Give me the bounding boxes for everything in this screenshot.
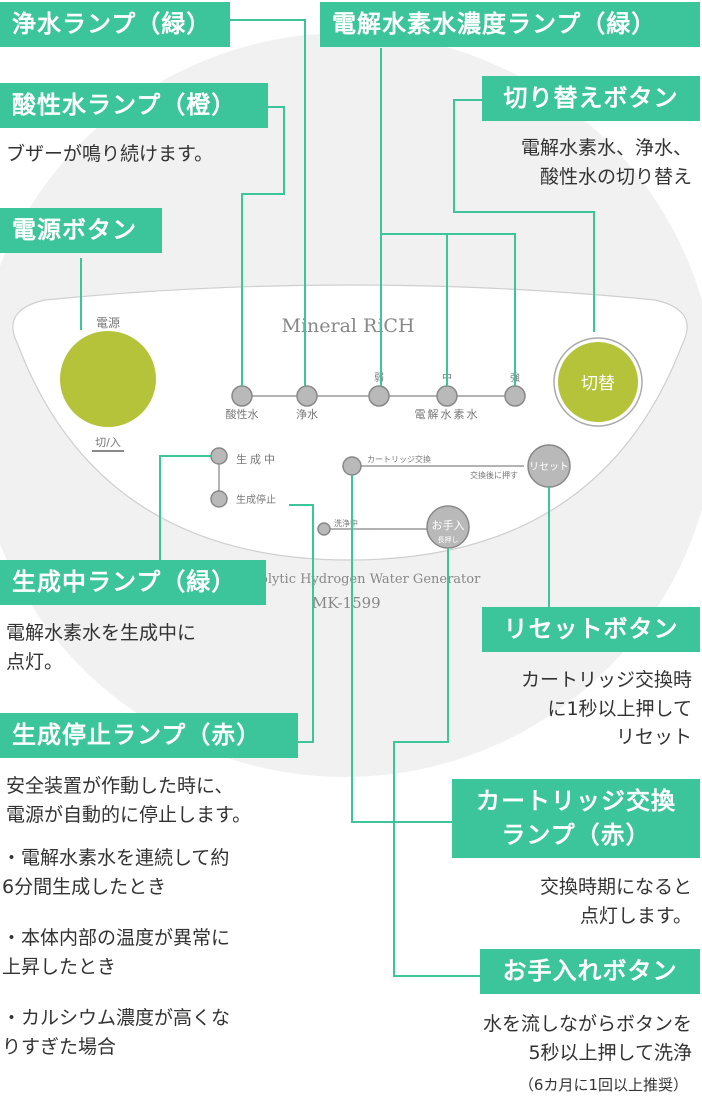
stop-lamp-bullet-1: ・電解水素水を連続して約 6分間生成したとき — [2, 847, 230, 898]
reset-button-label: リセット — [529, 461, 569, 473]
power-label: 電源 — [96, 316, 120, 330]
electrolyzed-label: 電解水素水 — [415, 407, 480, 421]
leader-lines — [80, 19, 595, 977]
cartridge-title-line2: ランプ（赤） — [501, 820, 651, 849]
cartridge-label: カートリッジ交換 — [367, 454, 431, 464]
brand-name: Mineral RiCH — [281, 315, 414, 337]
generating-lamp-desc: 電解水素水を生成中に 点灯。 — [6, 622, 197, 673]
product-subtitle: olytic Hydrogen Water Generator — [260, 572, 481, 587]
power-button[interactable] — [60, 331, 156, 427]
after-change-label: 交換後に押す — [470, 470, 518, 480]
stop-lamp — [210, 490, 228, 508]
strong-lamp — [504, 385, 526, 407]
washing-label: 洗浄中 — [334, 518, 358, 528]
callout-care-button: お手入れボタン — [480, 949, 700, 994]
care-button-sub: 長押し — [438, 535, 459, 544]
callout-concentration-lamp: 電解水素水濃度ランプ（緑） — [320, 2, 700, 47]
acid-lamp — [231, 385, 253, 407]
switch-button-label: 切替 — [581, 374, 615, 394]
care-button-label: お手入 — [432, 518, 465, 532]
callout-cartridge-lamp: カートリッジ交換 ランプ（赤） — [452, 779, 700, 859]
generating-lamp — [210, 447, 228, 465]
washing-lamp — [317, 522, 331, 536]
weak-lamp — [368, 385, 390, 407]
care-button-desc: 水を流しながらボタンを 5秒以上押して洗浄 — [482, 1013, 692, 1064]
acid-lamp-desc: ブザーが鳴り続けます。 — [6, 143, 214, 165]
callout-acid-lamp: 酸性水ランプ（橙） — [0, 83, 268, 128]
cartridge-lamp-desc: 交換時期になると 点灯します。 — [539, 876, 692, 927]
mid-lamp — [436, 385, 458, 407]
switch-button[interactable] — [558, 342, 638, 422]
callout-generating-lamp: 生成中ランプ（緑） — [0, 560, 266, 605]
callout-switch-button: 切り替えボタン — [482, 76, 700, 121]
callout-power-button: 電源ボタン — [0, 208, 162, 253]
acid-label: 酸性水 — [226, 407, 259, 421]
device-panel — [12, 284, 688, 561]
care-button-note: （6カ月に1回以上推奨） — [518, 1076, 688, 1094]
generating-label: 生成中 — [236, 452, 278, 466]
stop-lamp-bullet-3: ・カルシウム濃度が高くな りすぎた場合 — [2, 1007, 231, 1058]
callout-pure-lamp: 浄水ランプ（緑） — [0, 2, 230, 47]
weak-label: 弱 — [374, 372, 384, 384]
pure-lamp — [296, 385, 318, 407]
model-number: MK-1599 — [312, 594, 381, 612]
cartridge-title-line1: カートリッジ交換 — [476, 787, 676, 815]
stop-lamp-desc: 安全装置が作動した時に、 電源が自動的に停止します。 — [6, 775, 252, 826]
cartridge-lamp — [342, 456, 362, 476]
callout-stop-lamp: 生成停止ランプ（赤） — [0, 713, 298, 758]
switch-button-desc: 電解水素水、浄水、 酸性水の切り替え — [520, 137, 692, 188]
power-switch-label: 切/入 — [95, 436, 121, 449]
stopped-label: 生成停止 — [236, 493, 276, 506]
pure-label: 浄水 — [296, 407, 318, 421]
reset-button-desc: カートリッジ交換時 に1秒以上押して リセット — [520, 669, 692, 748]
callout-reset-button: リセットボタン — [482, 607, 700, 652]
stop-lamp-bullet-2: ・本体内部の温度が異常に 上昇したとき — [2, 927, 231, 978]
